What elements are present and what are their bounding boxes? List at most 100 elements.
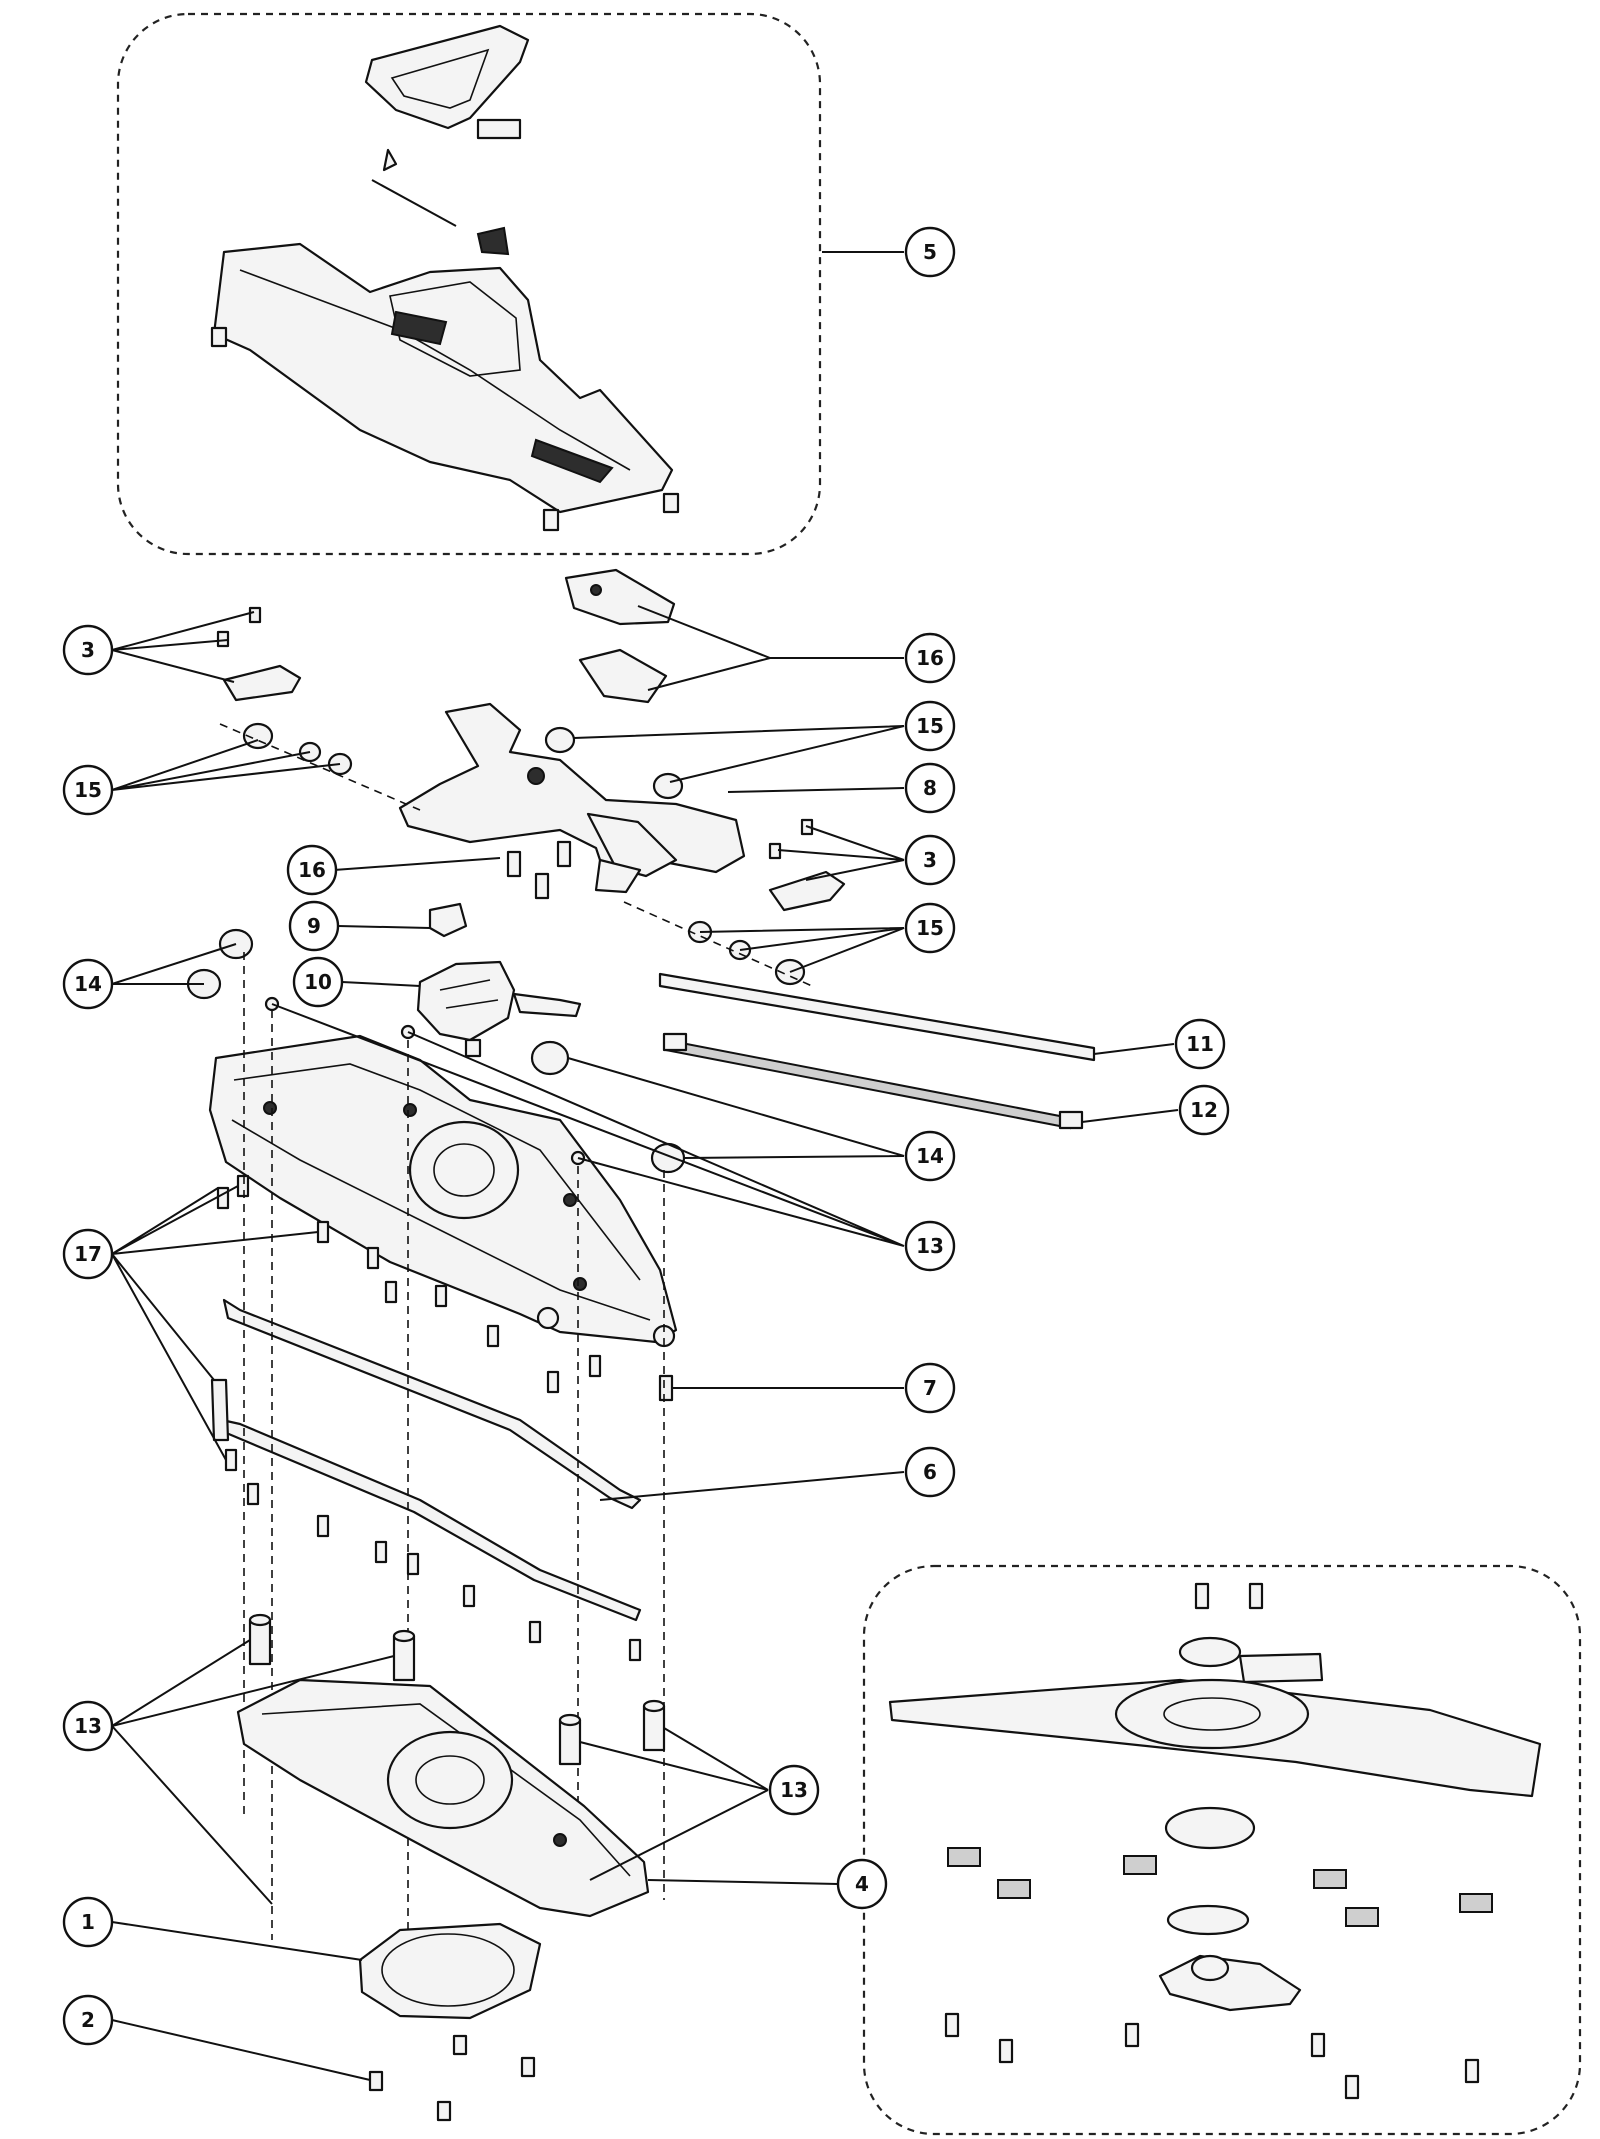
callout-label: 15 [74,778,102,802]
callout-label: 14 [916,1144,944,1168]
callout-circle [62,764,114,816]
callout-12: 12 [1178,1084,1230,1136]
a4-bottom-cover-hub [1190,1954,1230,1982]
upper-bracket-16b [578,648,668,704]
lower-screw-a [224,1448,238,1472]
frame-boss-1 [263,1101,277,1115]
callout-circle [836,1858,888,1910]
arm-part-8 [398,702,746,880]
left-clip-3 [222,664,302,702]
spacer-13b-top [392,1629,416,1643]
a4-screw-top-1 [1194,1582,1210,1610]
lower-screw-e [406,1552,420,1576]
lower-base-assembly [236,1613,666,2122]
left-clip-screw-2 [216,630,230,648]
callout-label: 13 [74,1714,102,1738]
base-frame-assembly [186,928,686,1990]
screw-2c [520,2056,536,2078]
arm-right-bend [586,812,678,878]
strip-part-6-left-tab [210,1378,230,1442]
callout-circle [62,1700,114,1752]
lower-screw-g [528,1620,542,1644]
callout-circle [288,900,340,952]
callout-label: 1 [81,1910,95,1934]
callout-circle [904,700,956,752]
callout-label: 13 [780,1778,808,1802]
callout-3: 3 [62,624,114,676]
leader-16a [637,605,904,691]
callout-15: 15 [62,764,114,816]
pin-16c [556,840,572,868]
callout-11: 11 [1174,1018,1226,1070]
callout-13: 13 [904,1220,956,1272]
screw-17g [486,1324,500,1348]
frame-boss-3 [563,1193,577,1207]
leader-3a [111,611,255,683]
screw-2a [368,2070,384,2092]
leader-15b [111,739,341,791]
callout-label: 6 [923,1460,937,1484]
callout-15: 15 [904,700,956,752]
rod-part [371,179,457,227]
callout-label: 11 [1186,1032,1214,1056]
screw-17h [546,1370,560,1394]
callout-circle [904,226,956,278]
a4-screw-bottom-3 [1124,2022,1140,2048]
top-cap-part [364,24,530,130]
base-plate-mount [386,1730,514,1830]
callout-label: 12 [1190,1098,1218,1122]
screw-17e [384,1280,398,1304]
callout-circle [62,958,114,1010]
callout-label: 15 [916,714,944,738]
screw-2b [452,2034,468,2056]
callout-label: 14 [74,972,102,996]
callout-circle [62,1896,114,1948]
frame-rib-line-2 [231,1119,651,1321]
callout-circle [904,834,956,886]
callout-circle [768,1764,820,1816]
lower-screw-f [462,1584,476,1608]
callout-1: 1 [62,1896,114,1948]
ring-part-1 [358,1922,542,2020]
leader-9 [337,925,431,929]
lower-screw-b [246,1482,260,1506]
a4-screw-bottom-2 [998,2038,1014,2064]
callout-label: 4 [855,1872,869,1896]
callout-label: 5 [923,240,937,264]
screw-17a [216,1186,230,1210]
callout-circle [292,956,344,1008]
frame-motor-mount-inner [433,1143,495,1197]
a4-screw-top-2 [1248,1582,1264,1610]
spacer-13a [248,1618,272,1666]
a4-cap-block [1238,1652,1324,1684]
arm-right-tip [594,858,642,894]
leader-3b [777,825,905,881]
right-axis-line [623,901,813,987]
housing-foot-3 [662,492,680,514]
leader-17 [111,1185,319,1461]
lower-screw-c [316,1514,330,1538]
assembly-4-exploded [888,1582,1542,2100]
a4-screw-bottom-4 [1310,2032,1326,2058]
leader-16b [333,857,501,871]
strip-part-6-upper [222,1298,642,1510]
callout-label: 3 [81,638,95,662]
a4-bearing [1164,1806,1256,1850]
frame-foot-1 [536,1306,560,1330]
callout-label: 17 [74,1242,102,1266]
cable-12-left-plug [662,1032,688,1052]
callout-label: 2 [81,2008,95,2032]
right-clip-3 [768,870,846,912]
base-plate-boss [553,1833,567,1847]
callout-circle [62,624,114,676]
callout-label: 8 [923,776,937,800]
leader-1 [111,1921,363,1961]
callout-label: 7 [923,1376,937,1400]
callout-15: 15 [904,902,956,954]
frame-boss-2 [403,1103,417,1117]
callout-circle [1174,1018,1226,1070]
callout-label: 16 [916,646,944,670]
callout-label: 15 [916,916,944,940]
callout-9: 9 [288,900,340,952]
